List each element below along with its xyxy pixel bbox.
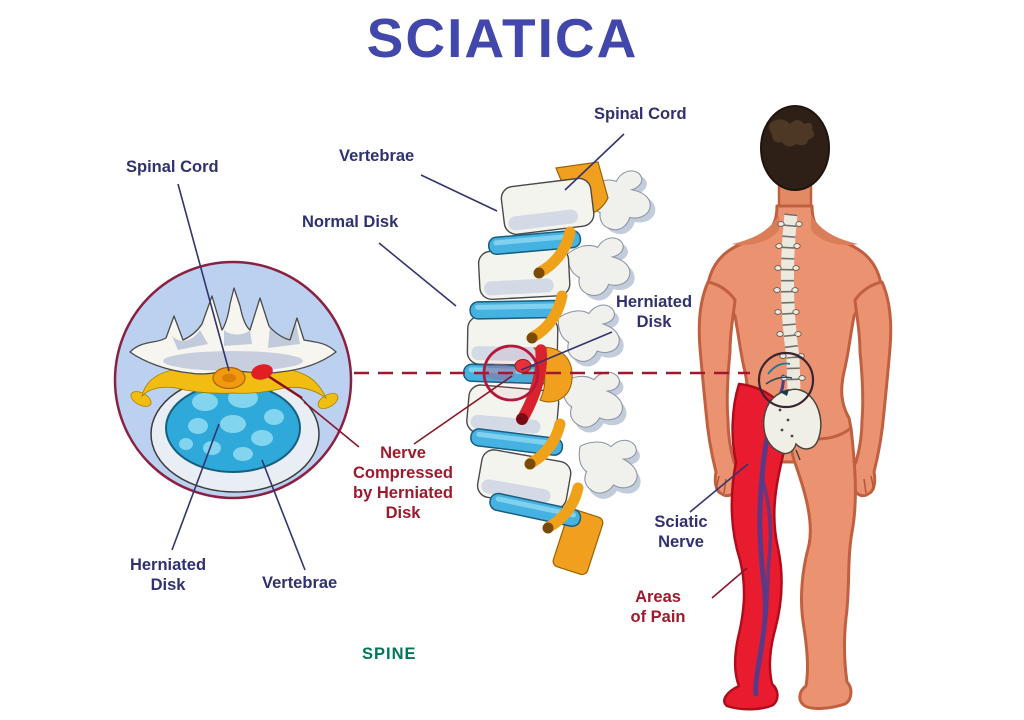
leader-inset-vertebrae <box>261 459 306 571</box>
label-spine-spinal-cord: Spinal Cord <box>594 105 687 123</box>
label-inset-spinal-cord: Spinal Cord <box>126 158 219 176</box>
spine-nerve-roots <box>516 226 584 534</box>
finger-lines <box>715 475 875 494</box>
inset-herniation <box>251 364 303 400</box>
leader-nerve-compressed-right <box>413 375 513 445</box>
leader-nerve-compressed-left <box>303 401 360 448</box>
inset-cross-section <box>113 260 353 500</box>
hair-highlight <box>769 119 815 147</box>
leader-spine-vertebrae <box>420 174 498 212</box>
back-spine-column <box>773 213 806 393</box>
right-trapezius-shade <box>811 214 858 246</box>
head <box>760 105 830 191</box>
label-sciatic-nerve: Sciatic Nerve <box>654 513 708 552</box>
leader-normal-disk <box>378 242 457 307</box>
leader-spine-spinal-cord <box>564 133 625 191</box>
label-spine-herniated-disk: Herniated Disk <box>615 293 693 332</box>
label-inset-herniated-disk: Herniated Disk <box>129 556 207 595</box>
label-inset-vertebrae: Vertebrae <box>262 574 338 592</box>
left-trapezius-shade <box>732 214 779 246</box>
spine-normal-disk-shape <box>469 299 563 320</box>
leader-spine-herniated-disk <box>520 331 613 371</box>
left-arm <box>697 280 740 498</box>
label-spine-vertebrae: Vertebrae <box>339 147 415 165</box>
right-arm <box>850 280 893 498</box>
human-figure-back <box>697 105 893 711</box>
page-title: SCIATICA <box>366 7 639 69</box>
label-nerve-compressed: Nerve Compressed by Herniated Disk <box>353 444 453 523</box>
label-spine-caption: SPINE <box>362 645 417 663</box>
pain-area <box>723 382 791 711</box>
label-normal-disk: Normal Disk <box>302 213 399 231</box>
leader-sciatic-nerve <box>689 463 749 513</box>
compressed-nerve-shape <box>518 344 548 422</box>
lumbar-highlight-circle <box>757 351 815 409</box>
herniation-highlight-circle <box>482 344 540 402</box>
right-leg <box>786 426 857 710</box>
leader-inset-spinal-cord <box>177 183 230 372</box>
label-areas-of-pain: Areas of Pain <box>630 588 686 627</box>
leader-areas-of-pain <box>711 567 748 599</box>
inset-spinal-cord-shape <box>212 366 246 390</box>
leader-lines <box>171 133 749 599</box>
leader-inset-herniated-disk <box>171 423 220 551</box>
spine-side-view <box>462 161 658 576</box>
